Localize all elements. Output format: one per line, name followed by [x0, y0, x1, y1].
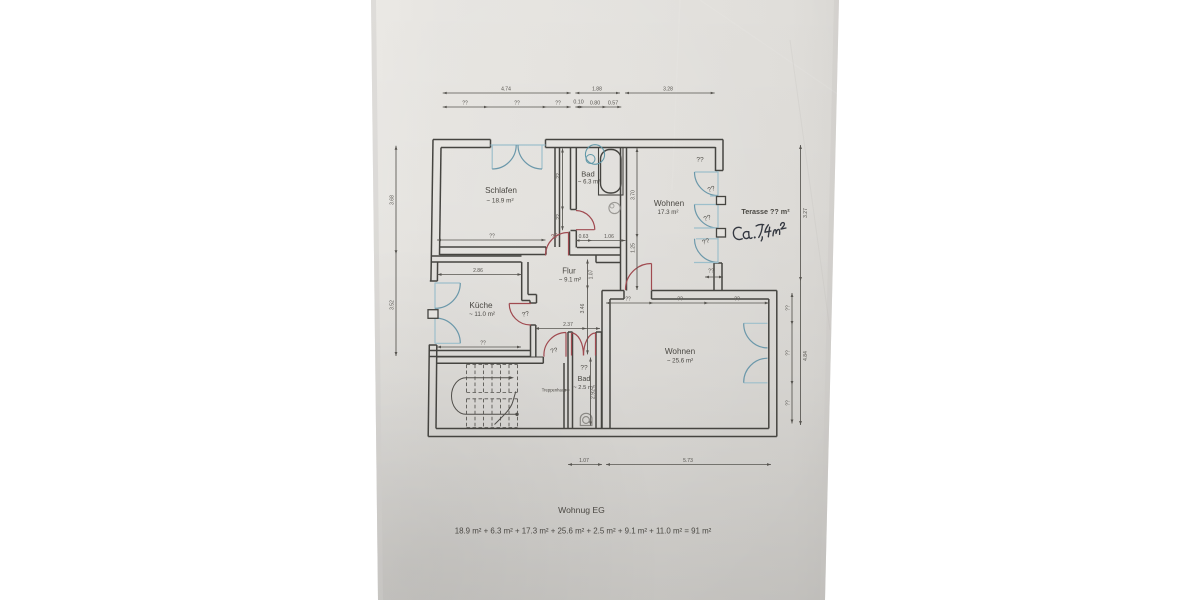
- svg-text:Treppenhaus: Treppenhaus: [542, 388, 567, 393]
- svg-text:??: ??: [701, 237, 711, 246]
- svg-text:Bad: Bad: [578, 374, 591, 383]
- svg-text:3.52: 3.52: [390, 300, 396, 310]
- svg-text:Wohnug EG: Wohnug EG: [558, 505, 605, 515]
- svg-text:2.86: 2.86: [473, 268, 483, 274]
- svg-text:Flur: Flur: [562, 267, 576, 276]
- svg-text:1.07: 1.07: [589, 269, 595, 279]
- svg-text:3.68: 3.68: [390, 195, 396, 205]
- svg-text:??: ??: [734, 297, 740, 303]
- svg-text:~ 2.5 m²: ~ 2.5 m²: [573, 385, 594, 391]
- svg-text:??: ??: [514, 101, 520, 107]
- svg-text:??: ??: [703, 214, 713, 223]
- svg-text:1.25: 1.25: [631, 243, 637, 253]
- svg-text:??: ??: [707, 185, 717, 194]
- svg-text:??: ??: [786, 350, 792, 356]
- svg-text:3.46: 3.46: [580, 303, 586, 313]
- svg-text:0.63: 0.63: [579, 234, 589, 240]
- svg-text:0.80: 0.80: [590, 101, 600, 107]
- svg-text:??: ??: [489, 234, 495, 240]
- svg-text:0.57: 0.57: [608, 101, 618, 107]
- svg-text:2.37: 2.37: [563, 322, 573, 328]
- svg-text:~ 18.9 m²: ~ 18.9 m²: [486, 198, 513, 205]
- svg-text:4.84: 4.84: [803, 351, 809, 361]
- svg-text:??: ??: [625, 297, 631, 303]
- svg-text:??: ??: [786, 305, 792, 311]
- svg-text:0.10: 0.10: [573, 100, 583, 106]
- svg-text:18.9 m² + 6.3 m² + 17.3 m² + 2: 18.9 m² + 6.3 m² + 17.3 m² + 25.6 m² + 2…: [455, 527, 712, 536]
- svg-text:4.74: 4.74: [501, 87, 511, 93]
- svg-text:??: ??: [555, 101, 561, 107]
- svg-text:??: ??: [550, 232, 559, 241]
- svg-text:2.92: 2.92: [591, 389, 597, 399]
- svg-text:??: ??: [462, 101, 468, 107]
- svg-text:~ 9.1 m²: ~ 9.1 m²: [559, 278, 581, 284]
- svg-text:~ 6.3 m²: ~ 6.3 m²: [578, 180, 600, 186]
- svg-text:3.28: 3.28: [663, 87, 673, 93]
- svg-text:??: ??: [696, 157, 704, 164]
- svg-text:3.27: 3.27: [803, 208, 809, 218]
- svg-text:??: ??: [786, 400, 792, 406]
- svg-text:Wohnen: Wohnen: [665, 347, 696, 356]
- svg-text:Schlafen: Schlafen: [485, 186, 517, 195]
- svg-text:Küche: Küche: [469, 301, 493, 310]
- svg-text:??: ??: [521, 310, 530, 319]
- svg-text:??: ??: [556, 214, 562, 220]
- svg-text:1.06: 1.06: [604, 234, 614, 240]
- svg-text:~ 11.0 m²: ~ 11.0 m²: [469, 311, 495, 318]
- svg-text:Bad: Bad: [581, 170, 595, 179]
- svg-text:3.70: 3.70: [631, 190, 637, 200]
- svg-text:??: ??: [708, 269, 714, 275]
- svg-text:??: ??: [480, 341, 486, 347]
- svg-text:1.07: 1.07: [579, 458, 589, 464]
- svg-text:??: ??: [550, 347, 559, 356]
- svg-text:??: ??: [677, 297, 683, 303]
- svg-text:~ 25.6 m²: ~ 25.6 m²: [667, 358, 693, 365]
- svg-text:1.88: 1.88: [592, 87, 602, 93]
- svg-text:??: ??: [580, 365, 588, 372]
- svg-text:??: ??: [556, 173, 562, 179]
- svg-text:5.73: 5.73: [683, 458, 693, 464]
- svg-text:17.3 m²: 17.3 m²: [658, 209, 679, 216]
- svg-text:Terasse ?? m²: Terasse ?? m²: [741, 207, 790, 216]
- svg-text:Wohnen: Wohnen: [654, 199, 685, 208]
